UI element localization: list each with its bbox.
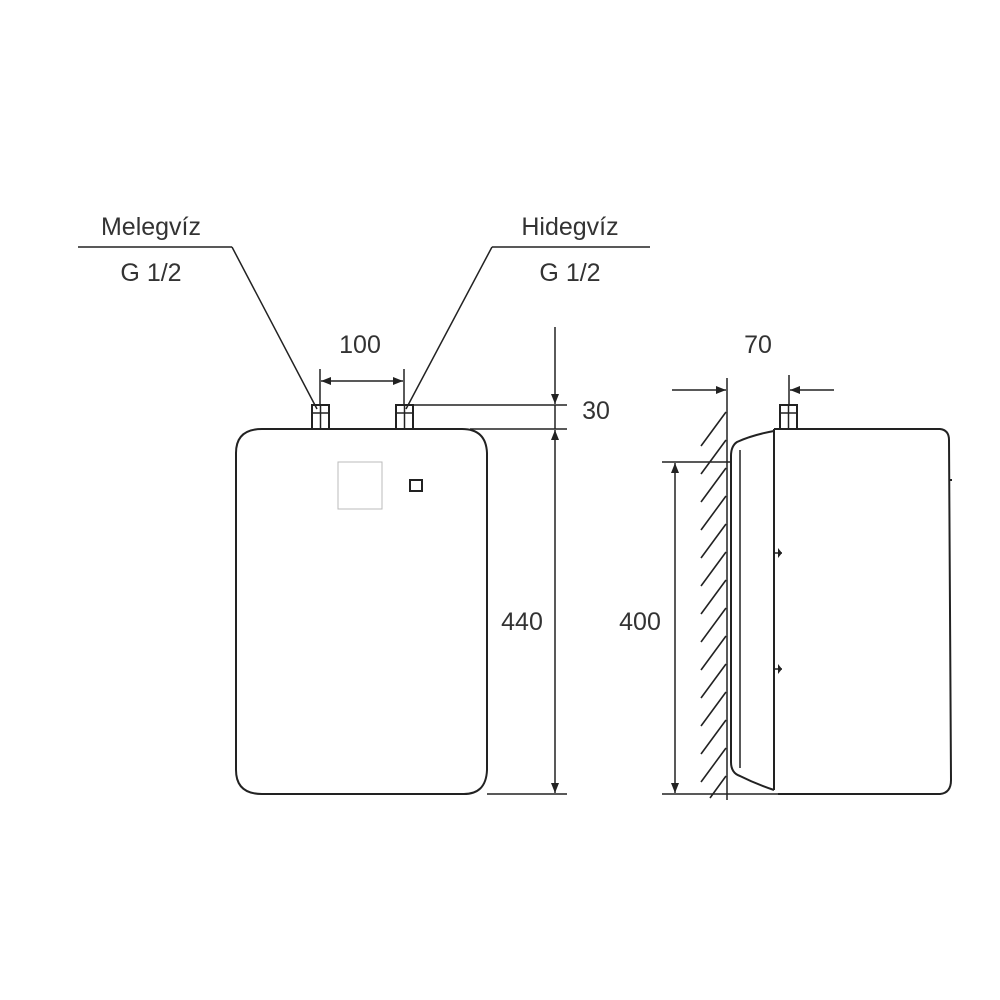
- wall-depth-value: 70: [744, 331, 772, 359]
- heater-body-front: [235, 428, 488, 796]
- display-panel: [337, 461, 383, 510]
- connector-height-value: 30: [582, 397, 610, 425]
- wall-hatching: [700, 378, 728, 800]
- cold-water-thread-label: G 1/2: [539, 259, 600, 287]
- wall-bracket: [730, 430, 775, 791]
- body-height-value: 440: [501, 608, 543, 636]
- front-view: Melegvíz G 1/2 Hidegvíz G 1/2 100: [78, 213, 650, 796]
- hot-water-connector: [311, 404, 330, 430]
- cold-water-label: Hidegvíz: [521, 213, 618, 241]
- indicator-light: [409, 479, 423, 492]
- mounting-screw-lower: [774, 664, 782, 674]
- side-connector: [779, 404, 798, 430]
- side-view: 70 400: [612, 331, 953, 800]
- hot-water-label: Melegvíz: [101, 213, 201, 241]
- hot-water-leader-line: [231, 246, 318, 410]
- hot-water-thread-label: G 1/2: [120, 259, 181, 287]
- connector-spacing-value: 100: [339, 331, 381, 359]
- heater-body-side: [774, 428, 953, 795]
- mounting-screw-upper: [774, 548, 782, 558]
- cold-water-leader-line: [405, 246, 493, 410]
- mount-height-value: 400: [619, 608, 661, 636]
- cold-water-connector: [395, 404, 414, 430]
